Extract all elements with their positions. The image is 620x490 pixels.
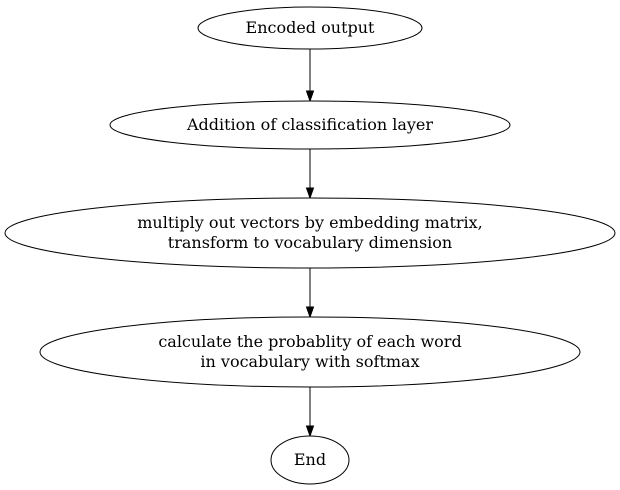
node-softmax-probability: calculate the probablity of each word in…	[39, 316, 581, 388]
node-encoded-output: Encoded output	[197, 6, 423, 50]
edge-arrowhead-softmax-to-end	[305, 425, 315, 438]
node-softmax-probability-label-line-2: in vocabulary with softmax	[200, 352, 419, 371]
node-multiply-vectors-shape	[4, 197, 616, 269]
node-encoded-output-label: Encoded output	[246, 18, 376, 37]
node-end: End	[270, 435, 350, 485]
node-end-shape	[270, 435, 350, 485]
node-classification-layer-shape	[109, 100, 511, 150]
node-multiply-vectors: multiply out vectors by embedding matrix…	[4, 197, 616, 269]
node-classification-layer-label: Addition of classification layer	[186, 115, 433, 134]
edge-arrowhead-classification-to-multiply	[305, 187, 315, 200]
node-multiply-vectors-label-line-1: multiply out vectors by embedding matrix…	[137, 213, 483, 232]
edges-layer	[305, 49, 315, 438]
edge-arrowhead-encoded-to-classification	[305, 90, 315, 103]
node-softmax-probability-label-line-1: calculate the probablity of each word	[158, 332, 461, 351]
node-end-label: End	[294, 450, 326, 469]
node-encoded-output-shape	[197, 6, 423, 50]
node-classification-layer: Addition of classification layer	[109, 100, 511, 150]
node-softmax-probability-shape	[39, 316, 581, 388]
edge-arrowhead-multiply-to-softmax	[305, 306, 315, 319]
node-multiply-vectors-label-line-2: transform to vocabulary dimension	[168, 233, 452, 252]
